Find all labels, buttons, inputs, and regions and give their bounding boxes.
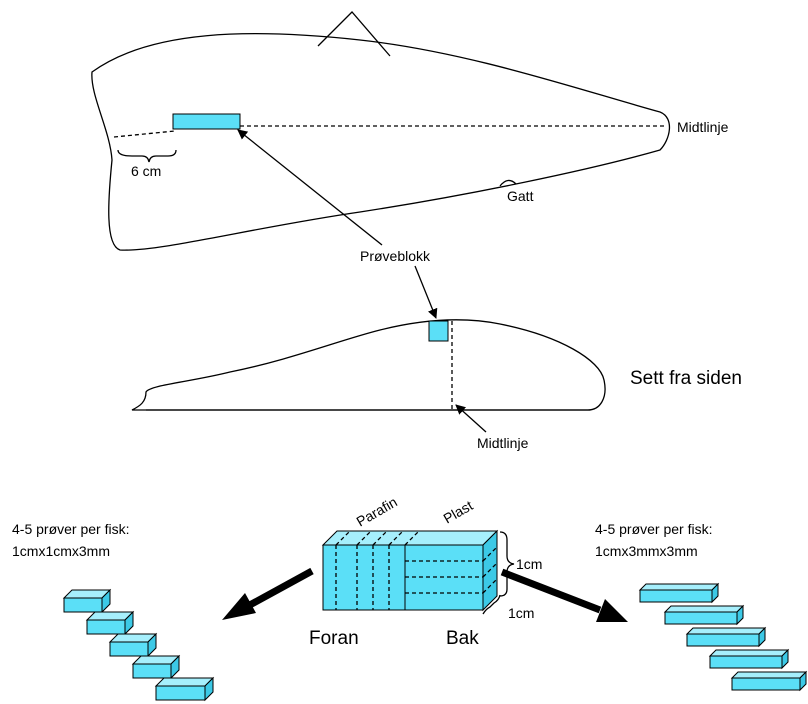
right-samples-line1: 4-5 prøver per fisk: — [595, 521, 712, 537]
plast-cut-side — [482, 562, 498, 578]
parafin-cut-top — [404, 530, 420, 546]
six-cm-brace — [117, 149, 177, 163]
plast-cut-side — [482, 578, 498, 594]
plast-cut-side — [482, 546, 498, 562]
parafin-cut-top — [356, 530, 372, 546]
dorsal-fin — [317, 11, 391, 57]
central-block — [321, 529, 499, 612]
right-sample-slice — [708, 648, 790, 670]
height-brace — [499, 531, 515, 597]
left-sample-slice — [85, 610, 135, 636]
fish-side-outline — [131, 319, 606, 411]
height-label: 1cm — [516, 556, 542, 572]
gatt-label: Gatt — [507, 188, 534, 204]
central-block-top — [321, 530, 499, 546]
six-cm-label: 6 cm — [131, 163, 161, 179]
left-sample-slice — [108, 632, 158, 658]
left-sample-slice — [62, 588, 112, 614]
right-sample-slice — [730, 670, 808, 692]
fish-top-outline — [91, 33, 671, 251]
right-sample-slice — [663, 604, 745, 626]
midline-side-label: Midtlinje — [477, 435, 529, 451]
parafin-label: Parafin — [354, 494, 400, 530]
right-arrow — [500, 568, 628, 622]
sample-block-side — [428, 320, 449, 342]
parafin-cut-top — [335, 530, 351, 546]
right-samples-line2: 1cmx3mmx3mm — [595, 543, 698, 559]
left-arrow — [222, 567, 314, 620]
proveblokk-label: Prøveblokk — [360, 248, 431, 264]
left-samples-line1: 4-5 prøver per fisk: — [12, 521, 129, 537]
right-sample-slice — [685, 626, 767, 648]
left-sample-stack — [62, 588, 215, 702]
proveblokk-arrow-top — [237, 129, 383, 246]
depth-label: 1cm — [508, 605, 534, 621]
bak-label: Bak — [446, 628, 479, 649]
plast-label: Plast — [441, 497, 476, 526]
side-view-label: Sett fra siden — [630, 368, 742, 389]
midline-top-label: Midtlinje — [677, 119, 729, 135]
midline-top — [113, 130, 176, 138]
gatt-mark — [499, 179, 517, 187]
left-samples-line2: 1cmx1cmx3mm — [12, 543, 110, 559]
right-sample-slice — [638, 582, 720, 604]
depth-brace — [482, 594, 501, 615]
fish-top-view — [91, 11, 671, 251]
foran-label: Foran — [309, 628, 359, 649]
fish-side-view — [131, 319, 606, 411]
left-sample-slice — [154, 676, 215, 702]
parafin-cut-top — [388, 530, 404, 546]
sample-block-top — [172, 113, 241, 130]
right-sample-stack — [638, 582, 808, 692]
midline-side-arrow — [455, 404, 487, 433]
central-block-front — [322, 544, 484, 611]
left-sample-slice — [131, 654, 181, 680]
parafin-cut-top — [372, 530, 388, 546]
proveblokk-arrow-side — [414, 265, 438, 319]
